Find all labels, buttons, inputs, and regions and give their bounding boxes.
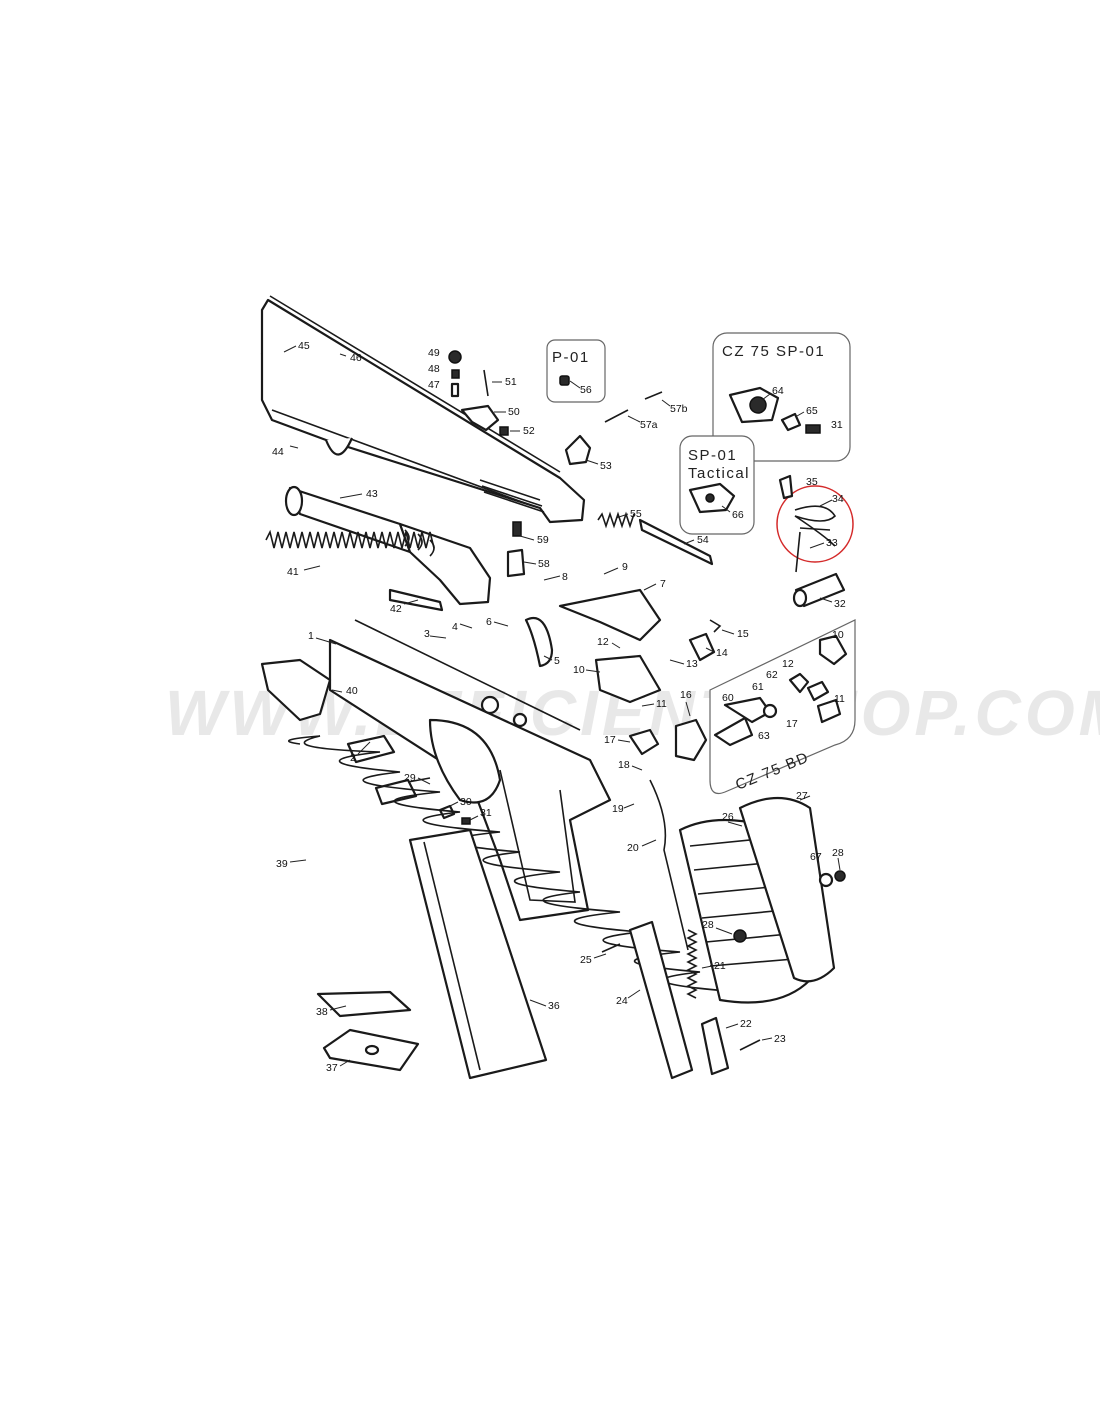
callout-4: 4 <box>452 621 458 633</box>
callout-23: 23 <box>774 1033 786 1045</box>
callout-10: 10 <box>573 664 585 676</box>
inset-cz75-sp01: CZ 75 SP-01 <box>712 332 851 462</box>
callout-41: 41 <box>287 566 299 578</box>
highlighted-parts <box>778 474 846 608</box>
callout-12: 12 <box>597 636 609 648</box>
slide-assembly <box>260 295 714 612</box>
callout-11-bd: 11 <box>834 693 845 705</box>
callout-43: 43 <box>366 488 378 500</box>
callout-49: 49 <box>428 347 440 359</box>
callout-31: 31 <box>480 807 492 819</box>
callout-28-right: 28 <box>832 847 844 859</box>
callout-54: 54 <box>697 534 709 546</box>
callout-65: 65 <box>806 405 818 417</box>
callout-labels: 45 46 49 48 47 51 50 52 56 57b 57a 53 64… <box>272 340 846 1074</box>
callout-64: 64 <box>772 385 784 397</box>
callout-40: 40 <box>346 685 358 697</box>
callout-20: 20 <box>627 842 639 854</box>
callout-46: 46 <box>350 352 362 364</box>
callout-14: 14 <box>716 647 728 659</box>
callout-44: 44 <box>272 446 284 458</box>
callout-2: 2 <box>350 752 356 764</box>
callout-3: 3 <box>424 628 430 640</box>
inset-p01-title: P-01 <box>552 349 590 366</box>
callout-33: 33 <box>826 537 838 549</box>
callout-1: 1 <box>308 630 314 642</box>
callout-30: 30 <box>460 796 472 808</box>
small-parts-left <box>260 658 741 1080</box>
callout-26: 26 <box>722 811 734 823</box>
callout-10-bd: 10 <box>832 629 844 641</box>
callout-17: 17 <box>604 734 616 746</box>
callout-7: 7 <box>660 578 666 590</box>
highlight-circle <box>776 485 854 563</box>
callout-17-bd: 17 <box>786 718 798 730</box>
callout-32: 32 <box>834 598 846 610</box>
callout-60: 60 <box>722 692 734 704</box>
callout-50: 50 <box>508 406 520 418</box>
callout-48: 48 <box>428 363 440 375</box>
recoil-spring-icon <box>265 529 435 549</box>
grip-parts <box>628 779 846 1080</box>
callout-5: 5 <box>554 655 560 667</box>
callout-51: 51 <box>505 376 517 388</box>
callout-22: 22 <box>740 1018 752 1030</box>
callout-12-bd: 12 <box>782 658 794 670</box>
callout-66: 66 <box>732 509 744 521</box>
callout-29: 29 <box>404 772 416 784</box>
callout-25: 25 <box>580 954 592 966</box>
callout-52: 52 <box>523 425 535 437</box>
inset-sp01-title-line2: Tactical <box>688 465 750 482</box>
callout-6: 6 <box>486 616 492 628</box>
callout-37: 37 <box>326 1062 338 1074</box>
callout-58: 58 <box>538 558 550 570</box>
inset-sp01-title-line1: SP-01 <box>688 447 737 464</box>
callout-18: 18 <box>618 759 630 771</box>
callout-15: 15 <box>737 628 749 640</box>
callout-38: 38 <box>316 1006 328 1018</box>
callout-28-left: 28 <box>702 919 714 931</box>
callout-31-inset: 31 <box>831 419 843 431</box>
frame-assembly <box>328 588 722 922</box>
inset-p01: P-01 <box>546 339 606 403</box>
inset-sp01-tactical: SP-01 Tactical <box>679 435 755 535</box>
inset-cz75-bd: CZ 75 BD <box>709 619 856 795</box>
mainspring-icon <box>686 929 698 999</box>
callout-62: 62 <box>766 669 778 681</box>
callout-16: 16 <box>680 689 692 701</box>
callout-42: 42 <box>390 603 402 615</box>
inset-cz75sp01-title: CZ 75 SP-01 <box>722 343 825 360</box>
callout-63: 63 <box>758 730 770 742</box>
callout-34: 34 <box>832 493 844 505</box>
callout-53: 53 <box>600 460 612 472</box>
callout-67: 67 <box>810 851 822 863</box>
callout-21: 21 <box>714 960 726 972</box>
callout-55: 55 <box>630 508 642 520</box>
callout-45: 45 <box>298 340 310 352</box>
callout-56: 56 <box>580 384 592 396</box>
callout-57b: 57b <box>670 403 688 415</box>
callout-13: 13 <box>686 658 698 670</box>
callout-36: 36 <box>548 1000 560 1012</box>
callout-35: 35 <box>806 476 818 488</box>
callout-27: 27 <box>796 790 808 802</box>
callout-59: 59 <box>537 534 549 546</box>
callout-11: 11 <box>656 698 667 710</box>
callout-19: 19 <box>612 803 624 815</box>
callout-47: 47 <box>428 379 440 391</box>
callout-39: 39 <box>276 858 288 870</box>
callout-9-top: 9 <box>622 561 628 573</box>
callout-61: 61 <box>752 681 764 693</box>
callout-24: 24 <box>616 995 628 1007</box>
callout-57a: 57a <box>640 419 658 431</box>
callout-8: 8 <box>562 571 568 583</box>
